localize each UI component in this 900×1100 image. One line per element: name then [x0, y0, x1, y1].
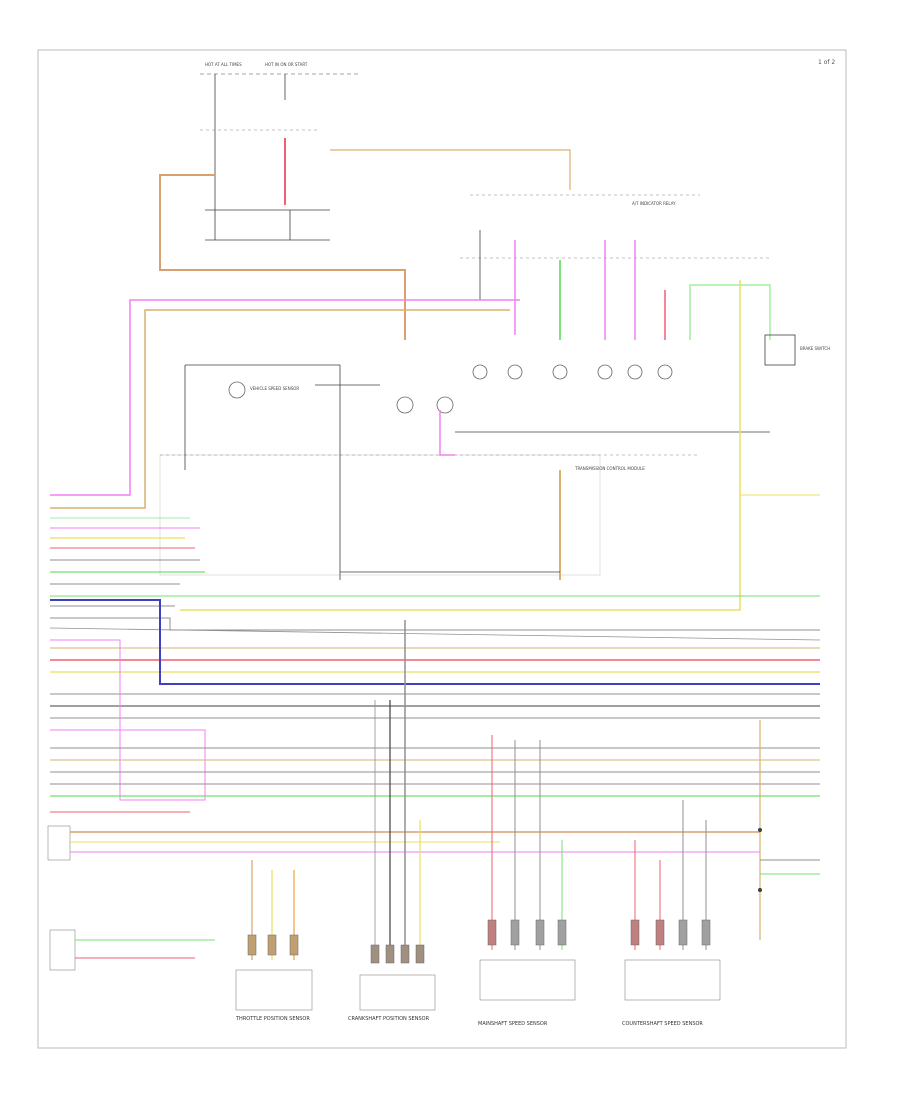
tcm-module: TRANSMISSION CONTROL MODULE VEHICLE SPEE…	[159, 364, 700, 580]
gauge-icon	[396, 396, 414, 414]
bottom-component-3-label: MAINSHAFT SPEED SENSOR	[478, 1021, 548, 1027]
wire-tan-top	[330, 149, 571, 190]
indicator-lamp-icon	[507, 364, 523, 380]
bottom-component-2: CRANKSHAFT POSITION SENSOR	[348, 620, 436, 1022]
tcm-label: TRANSMISSION CONTROL MODULE	[574, 466, 645, 471]
speed-sensor-label: VEHICLE SPEED SENSOR	[250, 386, 299, 391]
indicator-lamp-icon	[597, 364, 613, 380]
gauge-icon	[436, 396, 454, 414]
bottom-component-1-label: THROTTLE POSITION SENSOR	[235, 1016, 310, 1022]
brake-switch-label: BRAKE SWITCH	[800, 346, 830, 351]
indicator-lamp-icon	[472, 364, 488, 380]
fuse-label-1: HOT AT ALL TIMES	[205, 62, 242, 67]
connector-left	[47, 825, 760, 971]
indicator-lamp-icon	[552, 364, 568, 380]
harness-left	[49, 299, 821, 813]
fuse-label-2: HOT IN ON OR START	[265, 62, 308, 67]
indicator-lamp-icon	[627, 364, 643, 380]
relay-label-1: A/T INDICATOR RELAY	[632, 201, 676, 206]
relay-block: A/T INDICATOR RELAY	[455, 194, 770, 433]
speed-sensor-icon	[228, 381, 246, 399]
brake-switch: BRAKE SWITCH	[180, 280, 830, 611]
bottom-component-2-label: CRANKSHAFT POSITION SENSOR	[348, 1016, 430, 1022]
bottom-component-1: THROTTLE POSITION SENSOR	[235, 860, 313, 1022]
fuse-block: HOT AT ALL TIMES HOT IN ON OR START	[200, 62, 360, 241]
diagram-frame	[37, 49, 847, 1049]
page-label: 1 of 2	[818, 59, 835, 66]
bottom-component-4: COUNTERSHAFT SPEED SENSOR	[622, 800, 721, 1027]
bottom-component-3: MAINSHAFT SPEED SENSOR	[478, 735, 576, 1027]
bottom-component-4-label: COUNTERSHAFT SPEED SENSOR	[622, 1021, 703, 1027]
indicator-lamp-icon	[657, 364, 673, 380]
right-bus	[740, 494, 820, 940]
wire-tan-loop	[159, 174, 406, 340]
